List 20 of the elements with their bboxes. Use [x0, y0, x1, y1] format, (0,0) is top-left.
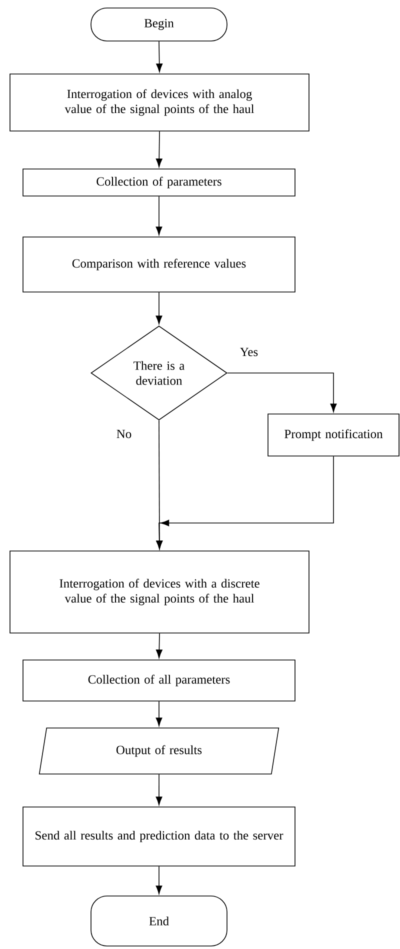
arrow — [156, 774, 162, 806]
arrow — [156, 701, 162, 726]
arrow — [156, 633, 162, 658]
process-box: Interrogation of devices with a discrete value of the signal points of the haul — [10, 550, 310, 634]
process-box: Send all results and prediction data to the server — [22, 806, 296, 866]
edge-label: No — [115, 428, 133, 440]
arrow — [156, 131, 162, 168]
output-parallelogram: Output of results — [38, 728, 280, 774]
process-box: Collection of all parameters — [22, 660, 296, 702]
process-box: Prompt notification — [268, 414, 400, 456]
edge-label: Yes — [238, 346, 260, 358]
arrow — [156, 41, 163, 72]
process-box: Collection of parameters — [22, 168, 296, 196]
arrow — [156, 196, 162, 236]
process-box: Comparison with reference values — [22, 236, 296, 292]
arrow — [227, 372, 337, 412]
process-box: Interrogation of devices with analog value of the signal points of the haul — [10, 74, 310, 132]
arrow — [156, 456, 334, 550]
arrow — [156, 866, 162, 894]
arrow — [156, 292, 162, 324]
